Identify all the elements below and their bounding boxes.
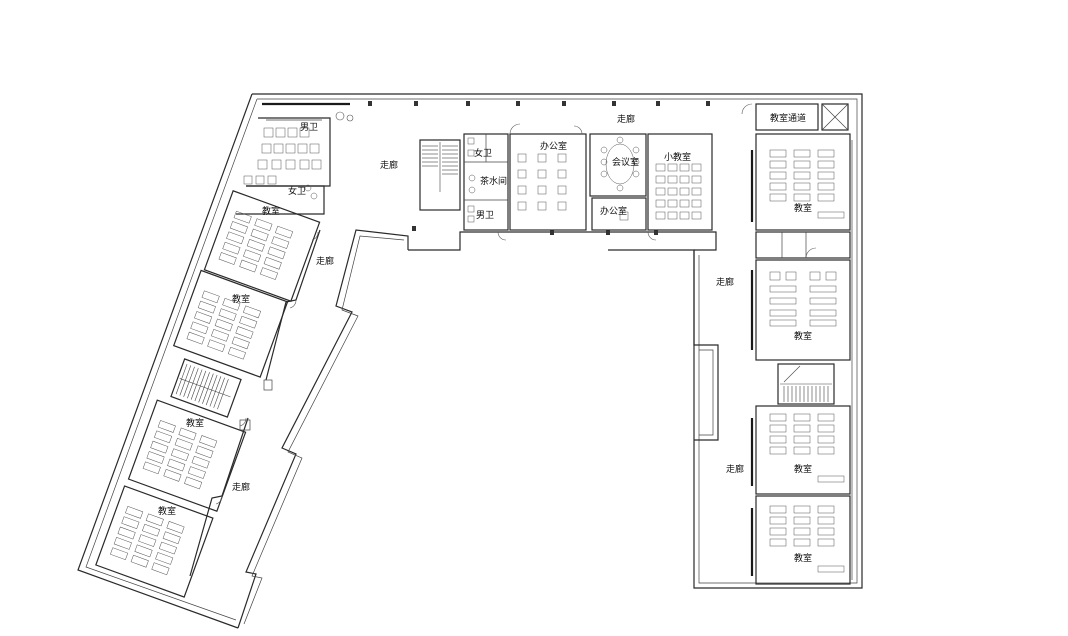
small-classroom-label: 小教室 — [664, 151, 691, 163]
left-classroom-2 — [172, 269, 289, 378]
meeting-room-label: 会议室 — [612, 156, 639, 168]
corridor-label-top: 走廊 — [617, 113, 635, 125]
left-classroom-4 — [95, 485, 214, 598]
left-classroom-1 — [203, 190, 321, 302]
classroom-label-l1: 教室 — [262, 205, 280, 217]
classroom-label-l3: 教室 — [186, 417, 204, 429]
small-office-label: 办公室 — [600, 205, 627, 217]
womens-restroom-label: 女卫 — [474, 147, 492, 159]
outer-walls — [77, 93, 863, 629]
right-classroom-1: 教室 — [750, 133, 851, 231]
corridor-label-left-1: 走廊 — [316, 255, 334, 267]
columns — [368, 101, 710, 235]
small-classroom: 小教室 — [647, 133, 713, 231]
classroom-label-r4: 教室 — [794, 552, 812, 564]
corridor-label-left-2: 走廊 — [232, 481, 250, 493]
right-classroom-3: 教室 — [750, 405, 851, 495]
classroom-label-r2: 教室 — [794, 330, 812, 342]
womens-restroom-left: 女卫 — [236, 175, 325, 215]
classroom-corridor: 教室通道 — [755, 103, 849, 131]
classroom-label-l4: 教室 — [158, 505, 176, 517]
corridor-label-top-left: 走廊 — [380, 159, 398, 171]
top-doors — [497, 103, 753, 241]
tea-room-label: 茶水间 — [480, 175, 507, 187]
meeting-room: 会议室 — [589, 133, 647, 197]
classroom-label-r3: 教室 — [794, 463, 812, 475]
corridor-label-right-1: 走廊 — [716, 276, 734, 288]
corridor-label-right-2: 走廊 — [726, 463, 744, 475]
right-classroom-2: 教室 — [750, 259, 851, 361]
left-classroom-3 — [127, 399, 247, 512]
stair-right — [777, 363, 835, 405]
left-corridor-walls — [189, 229, 321, 577]
mens-restroom-center-label: 男卫 — [476, 210, 494, 221]
stair-top — [419, 139, 461, 211]
office-main: 办公室 — [509, 133, 587, 231]
stair-left — [170, 358, 242, 418]
right-classroom-4: 教室 — [750, 495, 851, 585]
tea-room-block: 女卫 茶水间 男卫 — [463, 133, 509, 231]
right-service — [755, 231, 851, 259]
mens-restroom-label: 男卫 — [300, 122, 318, 133]
classroom-label-l2: 教室 — [232, 293, 250, 305]
classroom-corridor-label: 教室通道 — [770, 112, 806, 124]
mens-restroom: 男卫 — [246, 102, 354, 187]
office-main-label: 办公室 — [540, 140, 567, 152]
classroom-label-r1: 教室 — [794, 202, 812, 214]
womens-restroom-left-label: 女卫 — [288, 185, 306, 197]
small-office: 办公室 — [591, 197, 647, 231]
